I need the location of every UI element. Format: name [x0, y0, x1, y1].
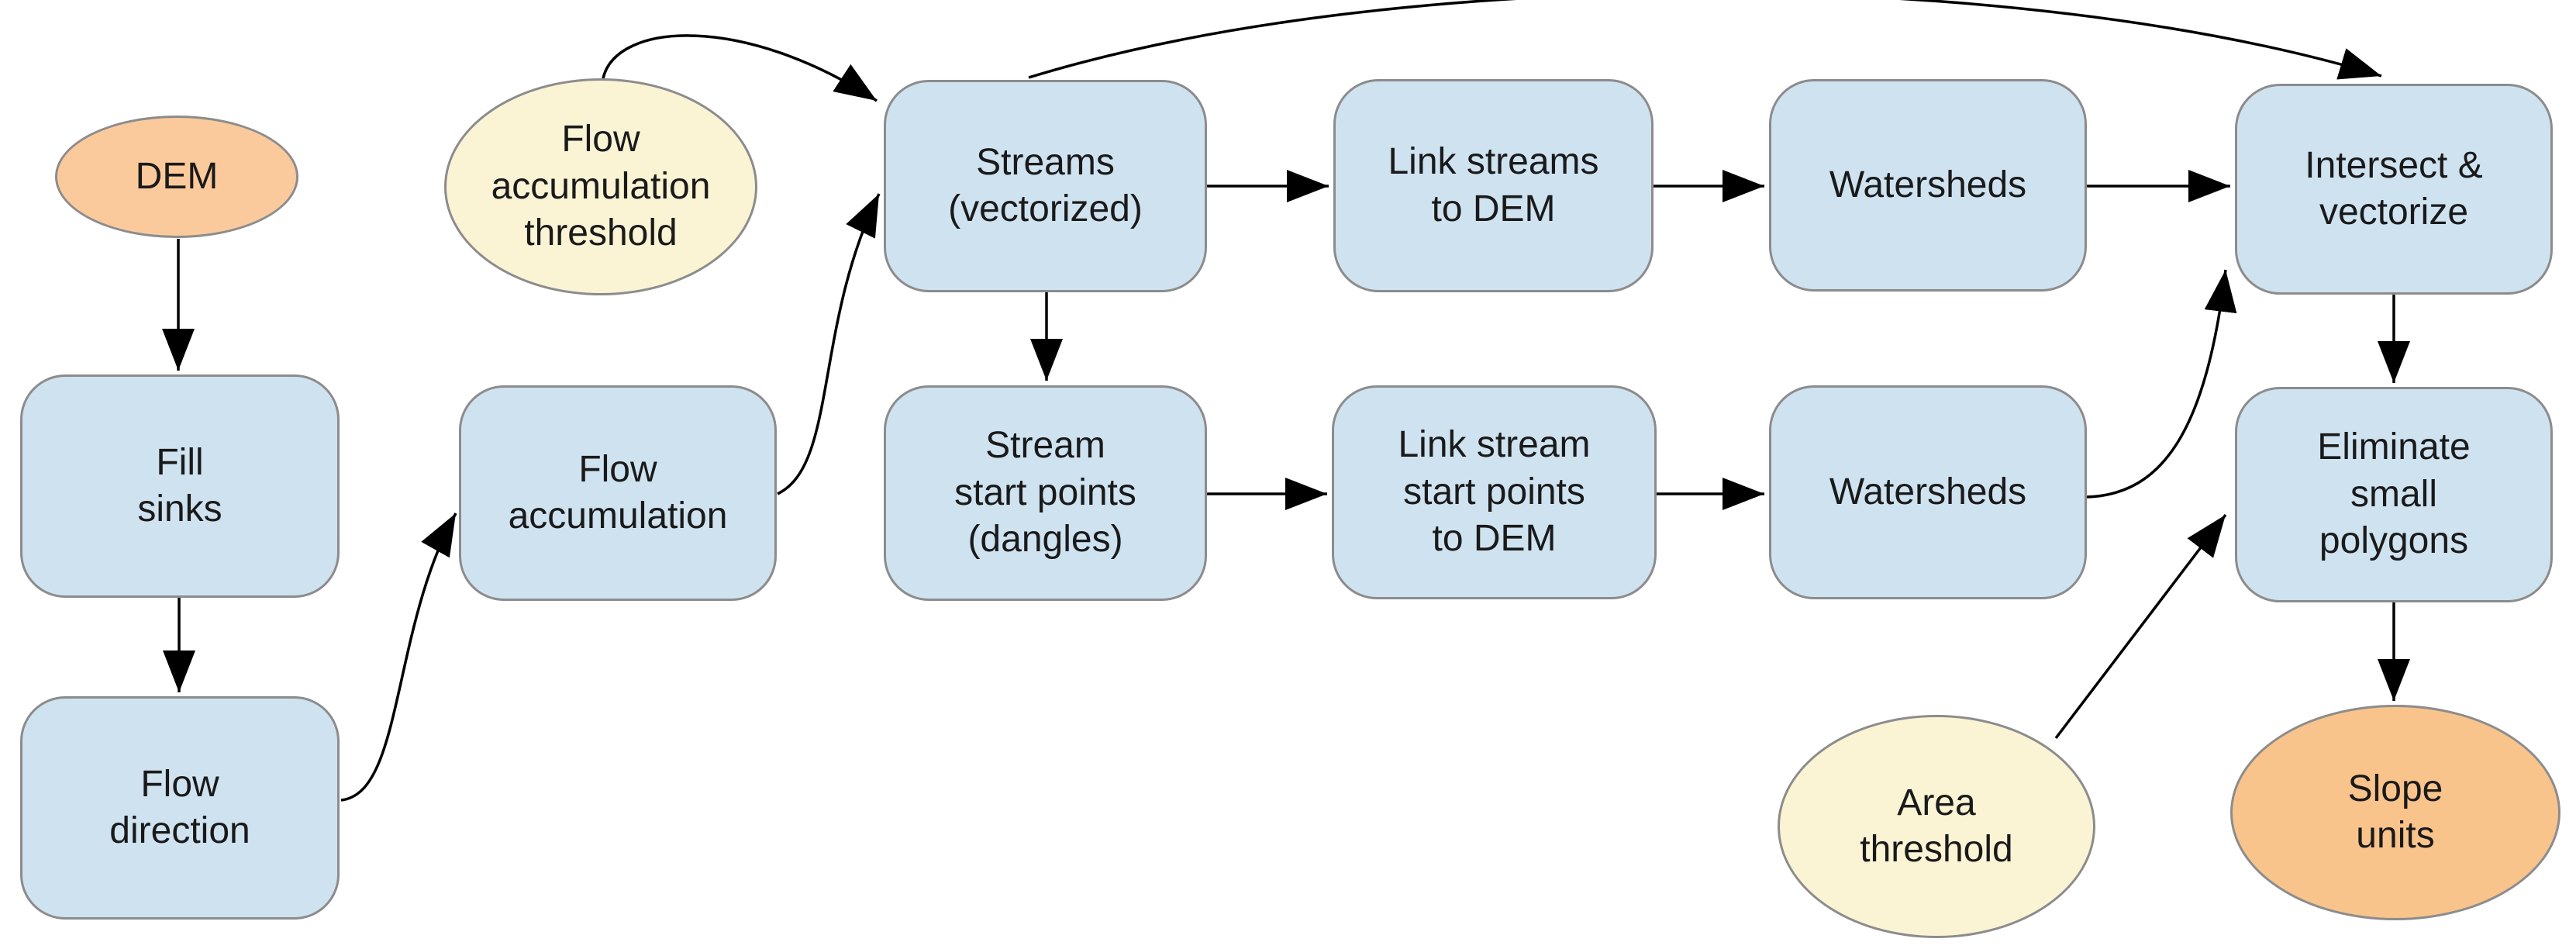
node-intersect-vectorize: Intersect & vectorize [2235, 84, 2553, 295]
node-flow-accumulation: Flow accumulation [459, 385, 777, 601]
node-intersect-vectorize-label: Intersect & vectorize [2305, 144, 2483, 233]
node-eliminate-small-polygons-label: Eliminate small polygons [2317, 426, 2471, 562]
node-flow-direction: Flow direction [20, 696, 340, 920]
node-link-stream-start-points-to-dem: Link stream start points to DEM [1332, 385, 1657, 599]
node-dem: DEM [55, 116, 298, 238]
node-stream-start-points-label: Stream start points (dangles) [954, 425, 1136, 561]
edge-flow-direction-to-flow-accumulation [340, 512, 457, 802]
node-streams-vectorized-label: Streams (vectorized) [948, 141, 1143, 229]
node-fill-sinks-label: Fill sinks [137, 441, 222, 530]
node-watersheds-bottom: Watersheds [1769, 385, 2087, 599]
node-eliminate-small-polygons: Eliminate small polygons [2235, 387, 2553, 602]
node-flow-accumulation-threshold: Flow accumulation threshold [444, 78, 757, 295]
node-area-threshold-label: Area threshold [1860, 782, 2013, 870]
node-stream-start-points: Stream start points (dangles) [884, 385, 1207, 601]
node-link-streams-to-dem-label: Link streams to DEM [1388, 141, 1599, 229]
node-link-stream-start-points-to-dem-label: Link stream start points to DEM [1398, 424, 1591, 560]
node-area-threshold: Area threshold [1778, 715, 2095, 938]
edge-flow-accumulation-to-streams [777, 193, 881, 495]
node-slope-units-label: Slope units [2347, 768, 2443, 856]
node-slope-units: Slope units [2230, 705, 2560, 920]
node-flow-accumulation-threshold-label: Flow accumulation threshold [491, 119, 711, 254]
node-link-streams-to-dem: Link streams to DEM [1333, 79, 1654, 292]
edge-fa-threshold-to-streams [602, 34, 878, 102]
node-flow-direction-label: Flow direction [109, 763, 250, 851]
edge-watersheds-bottom-to-intersect [2086, 269, 2237, 499]
node-watersheds-top: Watersheds [1769, 79, 2087, 292]
node-watersheds-top-label: Watersheds [1829, 164, 2027, 205]
edge-area-threshold-to-eliminate [2054, 513, 2227, 740]
node-watersheds-bottom-label: Watersheds [1829, 471, 2027, 512]
edge-streams-to-intersect-arc [1028, 0, 2382, 80]
node-flow-accumulation-label: Flow accumulation [508, 448, 728, 537]
node-streams-vectorized: Streams (vectorized) [884, 80, 1207, 292]
node-dem-label: DEM [135, 155, 219, 197]
node-fill-sinks: Fill sinks [20, 374, 340, 598]
